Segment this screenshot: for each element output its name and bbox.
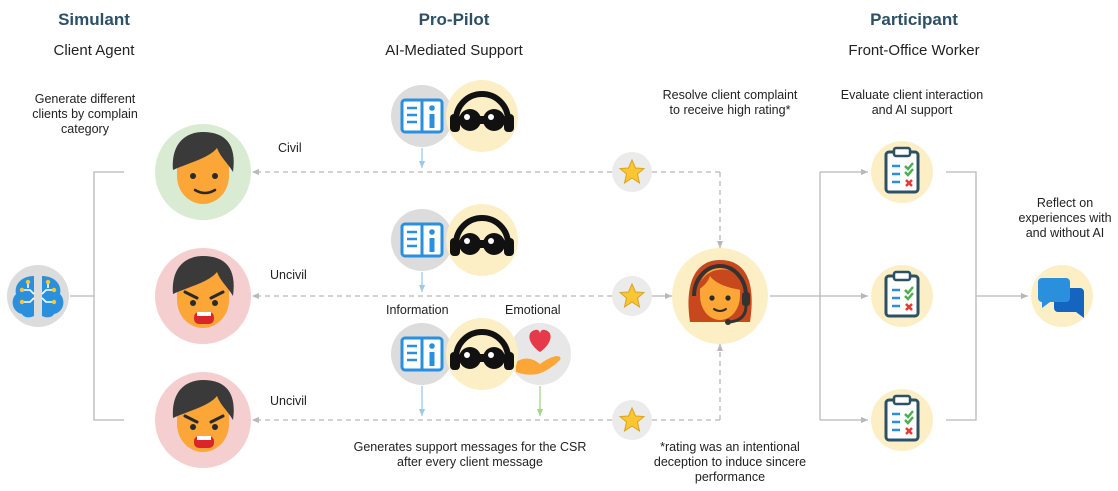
participant-note-line: and AI support [871, 103, 953, 117]
client-label-uncivil: Uncivil [270, 394, 307, 408]
rating-footnote-line: deception to induce sincere [653, 455, 807, 469]
csr-agent-icon [672, 248, 768, 344]
agent-headset-icon [446, 318, 518, 390]
simulant-note-line: category [61, 122, 109, 136]
right-bracket [770, 168, 1028, 424]
simulant-note: Generate different clients by complain c… [10, 92, 160, 137]
simulant-note-line: clients by complain [32, 107, 138, 121]
feedback-lines [251, 168, 724, 424]
info-book-icon [389, 207, 455, 273]
simulant-subtitle: Client Agent [53, 42, 135, 59]
clipboard-checklist-icon [869, 387, 935, 453]
rating-footnote-line: performance [694, 470, 766, 484]
rating-note-line: Resolve client complaint [662, 88, 798, 102]
rating-footnote: *rating was an intentional deception to … [630, 440, 830, 485]
propilot-caption-line: Generates support messages for the CSR [353, 440, 587, 454]
agent-headset-icon [446, 80, 518, 152]
client-face-uncivil-icon [153, 370, 253, 470]
star-icon [611, 399, 653, 441]
rating-note-line: to receive high rating* [669, 103, 791, 117]
client-label-civil: Civil [278, 141, 302, 155]
participant-note: Evaluate client interaction and AI suppo… [812, 88, 1012, 118]
left-bracket [70, 171, 124, 421]
reflect-note-line: and without AI [1025, 226, 1105, 240]
info-book-icon [389, 321, 455, 387]
heart-hand-icon [509, 323, 571, 385]
propilot-arrows [418, 148, 544, 416]
reflect-note: Reflect on experiences with and without … [1010, 196, 1118, 241]
propilot-caption-line: after every client message [397, 455, 543, 469]
simulant-title: Simulant [58, 10, 130, 29]
participant-title: Participant [870, 10, 958, 29]
client-face-uncivil-icon [153, 246, 253, 346]
star-icon [611, 151, 653, 193]
propilot-subtitle: AI-Mediated Support [385, 42, 523, 59]
clipboard-checklist-icon [869, 263, 935, 329]
brain-circuit-icon [7, 265, 69, 327]
clipboard-checklist-icon [869, 139, 935, 205]
star-icon [611, 275, 653, 317]
propilot-caption: Generates support messages for the CSR a… [320, 440, 620, 470]
client-face-civil-icon [153, 122, 253, 222]
reflect-note-line: Reflect on [1036, 196, 1094, 210]
participant-note-line: Evaluate client interaction [840, 88, 984, 102]
information-label: Information [386, 303, 449, 317]
participant-subtitle: Front-Office Worker [848, 42, 980, 59]
reflect-note-line: experiences with [1018, 211, 1112, 225]
simulant-note-line: Generate different [34, 92, 136, 106]
emotional-label: Emotional [505, 303, 561, 317]
info-book-icon [389, 83, 455, 149]
chat-bubbles-icon [1031, 265, 1093, 327]
client-label-uncivil: Uncivil [270, 268, 307, 282]
propilot-title: Pro-Pilot [418, 10, 490, 29]
rating-note: Resolve client complaint to receive high… [640, 88, 820, 118]
rating-footnote-line: *rating was an intentional [660, 440, 800, 454]
agent-headset-icon [446, 204, 518, 276]
